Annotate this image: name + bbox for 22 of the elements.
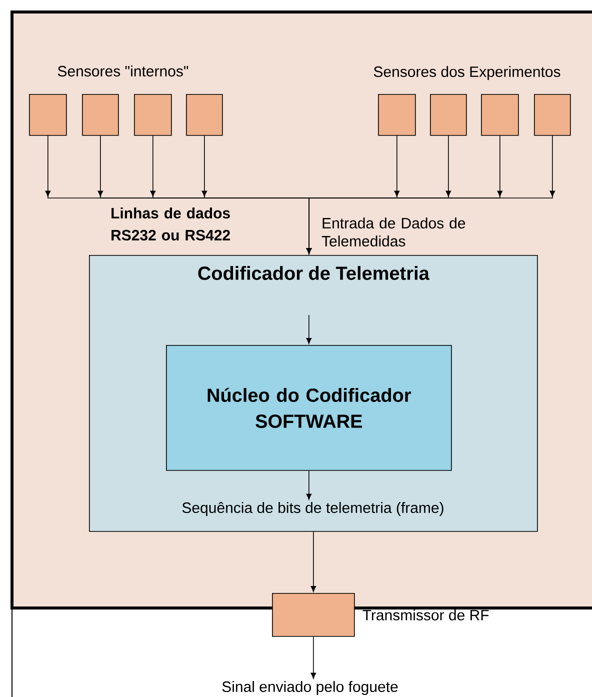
label-text: Linhas de dados RS232 ou RS422 bbox=[112, 208, 230, 241]
core-box: Núcleo do Codificador SOFTWARE bbox=[166, 345, 452, 471]
caption-text: Transmissor de RF bbox=[362, 609, 489, 620]
arrow bbox=[310, 531, 316, 592]
sensor-box bbox=[82, 94, 119, 136]
sensor-box bbox=[378, 94, 416, 136]
arrow bbox=[306, 470, 312, 500]
arrow bbox=[310, 636, 316, 679]
signal-text: Sequência de bits de telemetria (frame) bbox=[182, 502, 444, 516]
sensor-box bbox=[186, 94, 223, 136]
sensor-box bbox=[481, 94, 519, 136]
sensor-box bbox=[134, 94, 172, 136]
sensor-box bbox=[430, 94, 467, 136]
arrow bbox=[306, 135, 556, 254]
label-text: Entrada de Dados de Telemedidas bbox=[322, 218, 466, 246]
arrow bbox=[306, 314, 312, 344]
sensor-box bbox=[29, 94, 67, 136]
signal-text: Sinal enviado pelo foguete bbox=[222, 681, 398, 695]
label-text: Sensores "internos" bbox=[58, 66, 188, 77]
sensor-box bbox=[534, 94, 571, 136]
sensor-box bbox=[272, 593, 355, 637]
label-text: Sensores dos Experimentos bbox=[374, 66, 560, 80]
